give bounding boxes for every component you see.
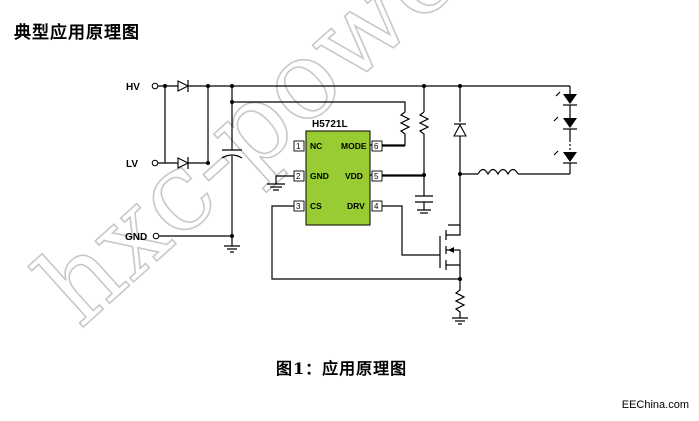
hv-diode — [158, 80, 190, 92]
chip-body — [305, 130, 371, 226]
vdd-capacitor — [415, 195, 433, 214]
junction — [422, 84, 426, 88]
gnd-label: GND — [125, 232, 147, 243]
figure-caption: 图1：应用原理图 — [276, 359, 408, 378]
cs-feedback-wire — [271, 205, 460, 280]
drv-gate-wire — [382, 205, 440, 256]
gnd-terminal — [152, 232, 160, 240]
pin-3-number: 3 — [296, 202, 301, 211]
chip-part-number: H5721L — [312, 119, 348, 130]
lv-label: LV — [126, 159, 138, 170]
h5721l-chip: H5721L 1 NC 2 GND 3 CS 6 MODE 5 VDD 4 DR… — [293, 119, 383, 226]
mode-feed — [232, 101, 406, 112]
pin-1-number: 1 — [296, 142, 301, 151]
vdd-resistor — [418, 111, 430, 196]
chip-ground-symbol — [267, 183, 285, 191]
mosfet — [439, 174, 461, 279]
pin-6-name: MODE — [341, 141, 367, 151]
junction — [206, 84, 210, 88]
sense-resistor — [452, 279, 468, 325]
lv-terminal — [151, 159, 159, 167]
pin-2-number: 2 — [296, 172, 301, 181]
pin-4-name: DRV — [347, 201, 365, 211]
pin-5-name: VDD — [345, 171, 363, 181]
junction — [206, 161, 210, 165]
mode-resistor — [370, 111, 411, 146]
pin-4-number: 4 — [374, 202, 379, 211]
pin-3-name: CS — [310, 201, 322, 211]
lv-diode — [158, 157, 190, 169]
junction — [163, 84, 167, 88]
junction — [230, 100, 234, 104]
hv-terminal — [151, 82, 159, 90]
hv-label: HV — [126, 82, 140, 93]
gnd-pin-wire — [275, 175, 294, 184]
ground-symbol — [224, 236, 240, 253]
pin-1-name: NC — [310, 141, 322, 151]
input-capacitor — [221, 84, 243, 236]
led-string — [553, 86, 577, 174]
inductor — [458, 168, 570, 176]
watermark-text: hxc-power — [14, 0, 521, 349]
pin-2-name: GND — [310, 171, 329, 181]
site-credit: EEChina.com — [621, 399, 689, 411]
watermark: hxc-power — [13, 0, 522, 350]
pin-5-number: 5 — [374, 172, 379, 181]
pin-6-number: 6 — [374, 142, 379, 151]
page-title: 典型应用原理图 — [14, 23, 140, 43]
freewheel-diode — [453, 84, 467, 174]
